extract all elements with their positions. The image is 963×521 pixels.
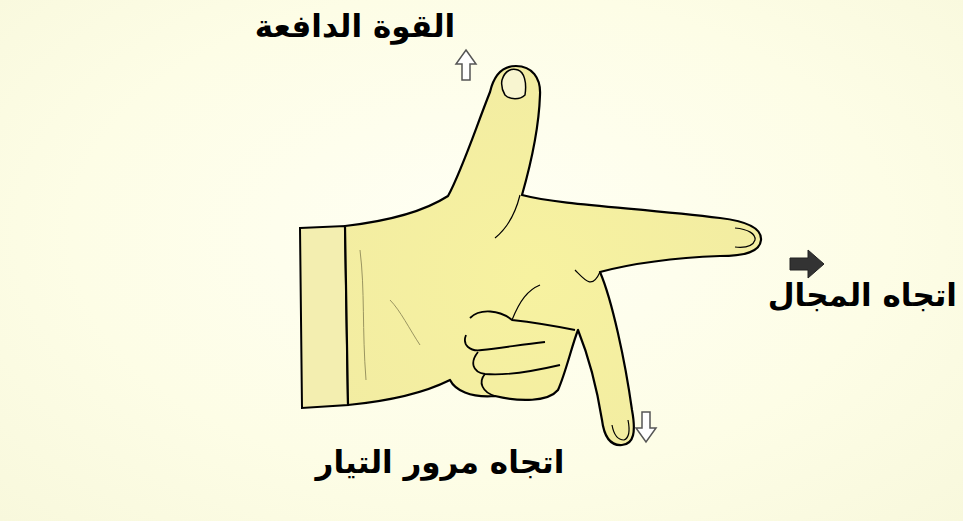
label-text: اتجاه المجال	[768, 277, 957, 314]
curled-finger	[465, 335, 545, 350]
thumb-nail	[502, 69, 526, 98]
palm-line	[390, 300, 420, 345]
current-arrow	[636, 412, 656, 442]
thumb-crease	[495, 195, 520, 238]
finger-crease	[575, 270, 600, 282]
wrist-cuff	[300, 226, 348, 408]
field-arrow	[790, 250, 824, 278]
knuckle-line	[512, 285, 540, 320]
finger-nail	[612, 420, 629, 440]
curled-finger	[470, 311, 575, 330]
curled-finger	[482, 374, 495, 396]
label-text: القوة الدافعة	[255, 8, 456, 45]
hand-outline	[345, 66, 761, 445]
curled-finger	[473, 352, 560, 375]
palm-line	[360, 250, 366, 380]
finger-nail	[735, 228, 755, 247]
force-arrow	[456, 50, 476, 80]
label-text: اتجاه مرور التيار	[316, 444, 565, 481]
